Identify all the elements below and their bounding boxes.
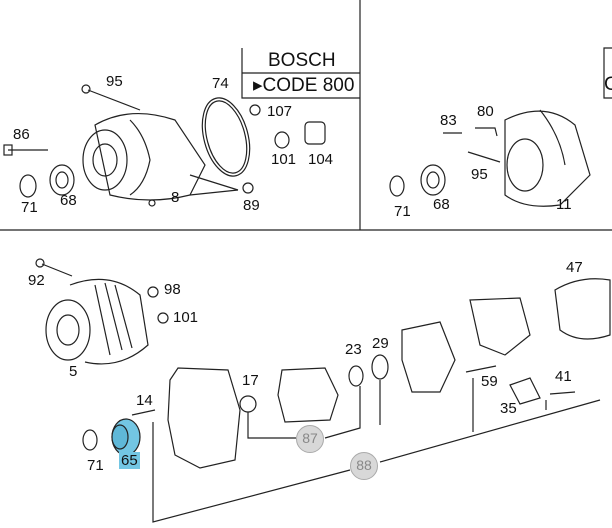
label-74[interactable]: 74 — [212, 75, 229, 92]
label-59[interactable]: 59 — [481, 373, 498, 390]
right-code-fragment: C — [604, 74, 612, 95]
label-17[interactable]: 17 — [242, 372, 259, 389]
bosch-code: ▸CODE 800 — [253, 75, 355, 96]
callout-87[interactable]: 87 — [296, 425, 324, 453]
label-71c[interactable]: 71 — [87, 457, 104, 474]
label-104[interactable]: 104 — [308, 151, 334, 168]
label-68[interactable]: 68 — [60, 192, 77, 209]
label-83[interactable]: 83 — [440, 112, 457, 129]
pulley-65-highlight — [111, 418, 141, 456]
label-11[interactable]: 11 — [556, 196, 572, 213]
label-95b[interactable]: 95 — [471, 166, 488, 183]
label-35[interactable]: 35 — [500, 400, 517, 417]
label-23[interactable]: 23 — [345, 341, 362, 358]
label-5[interactable]: 5 — [69, 363, 78, 380]
bosch-box-border — [241, 48, 360, 99]
alternator-bottom-left — [45, 278, 149, 365]
label-41[interactable]: 41 — [555, 368, 572, 385]
label-101b[interactable]: 101 — [173, 309, 199, 326]
label-92[interactable]: 92 — [28, 272, 45, 289]
alternator-top-left — [82, 113, 239, 207]
label-47[interactable]: 47 — [566, 259, 583, 276]
label-95[interactable]: 95 — [106, 73, 123, 90]
label-14[interactable]: 14 — [136, 392, 153, 409]
alternator-top-right — [504, 109, 591, 207]
callout-88[interactable]: 88 — [350, 452, 378, 480]
bosch-title: BOSCH — [268, 50, 336, 71]
label-65-highlighted[interactable]: 65 — [119, 452, 140, 469]
label-8[interactable]: 8 — [171, 189, 180, 206]
label-71b[interactable]: 71 — [394, 203, 411, 220]
label-89[interactable]: 89 — [243, 197, 260, 214]
label-29[interactable]: 29 — [372, 335, 389, 352]
label-68b[interactable]: 68 — [433, 196, 450, 213]
drive-end-housing — [167, 367, 241, 469]
label-101[interactable]: 101 — [271, 151, 297, 168]
label-107[interactable]: 107 — [267, 103, 293, 120]
label-86[interactable]: 86 — [13, 126, 30, 143]
label-98[interactable]: 98 — [164, 281, 181, 298]
label-71[interactable]: 71 — [21, 199, 38, 216]
label-80[interactable]: 80 — [477, 103, 494, 120]
